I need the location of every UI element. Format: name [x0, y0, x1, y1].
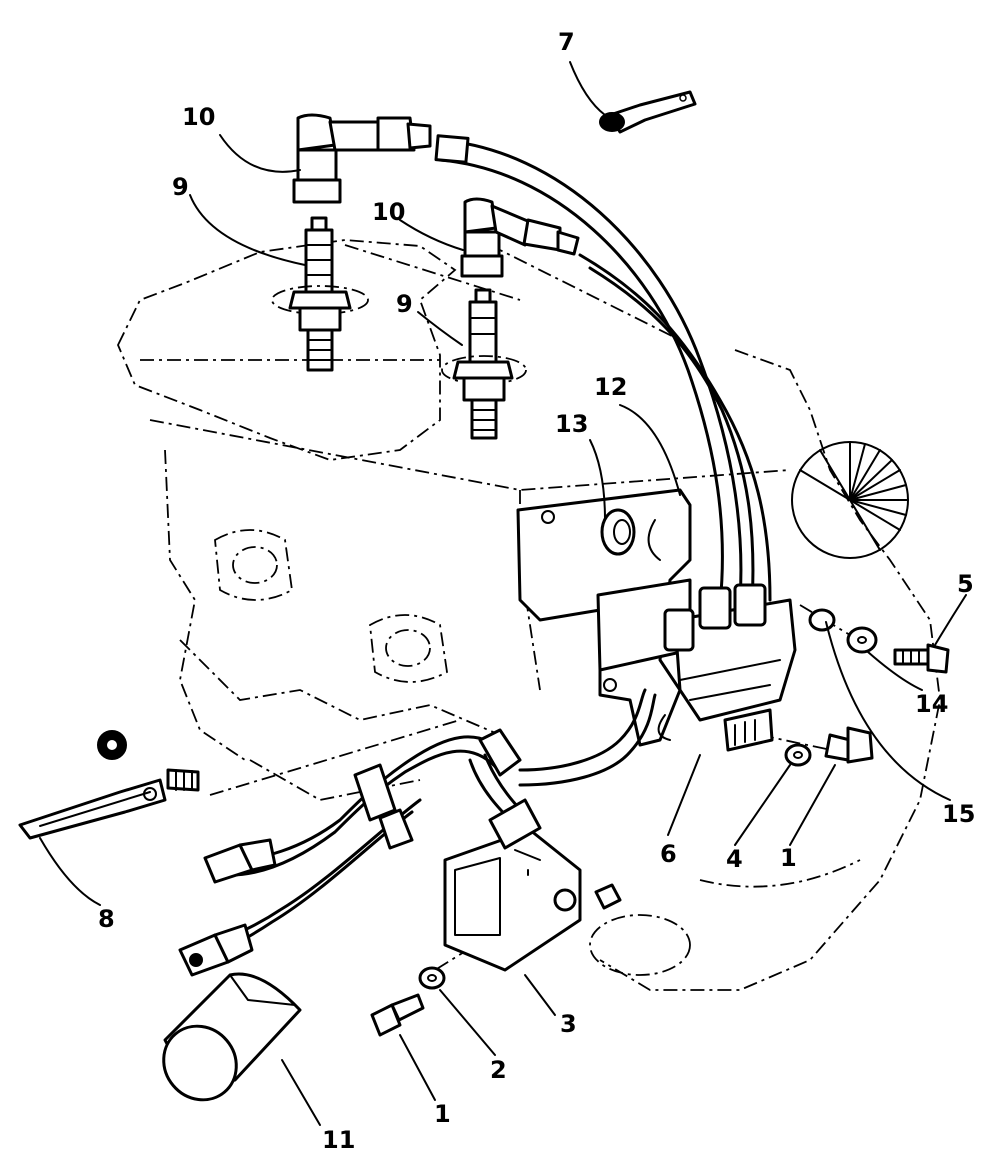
callout-15: 15: [942, 800, 975, 828]
bolt-5: [893, 643, 950, 674]
callout-6: 6: [660, 840, 677, 868]
regulator-3: [443, 828, 582, 972]
callout-8: 8: [98, 905, 115, 933]
callout-9-lower: 9: [396, 290, 413, 318]
callout-1-lower: 1: [434, 1100, 451, 1128]
wiring-harness: [178, 688, 657, 977]
callout-4: 4: [726, 845, 743, 873]
ignition-coil-6: [596, 578, 797, 752]
high-tension-leads: [434, 134, 772, 607]
callout-3: 3: [560, 1010, 577, 1038]
bolt-1-lower: [370, 993, 425, 1037]
sleeve-11: [162, 972, 302, 1102]
grommet-13: [600, 508, 636, 556]
washer-14: [846, 626, 878, 654]
spacer-15: [808, 608, 836, 632]
callout-10-upper: 10: [182, 103, 215, 131]
callout-12: 12: [594, 373, 627, 401]
callout-5: 5: [957, 570, 974, 598]
callout-14: 14: [915, 690, 948, 718]
wire-clip-7: [599, 90, 697, 134]
callout-2: 2: [490, 1056, 507, 1084]
flywheel-fins: [791, 441, 909, 559]
spark-plug-cap-left: [292, 113, 432, 204]
washer-4: [784, 743, 812, 767]
bolt-1-right: [824, 726, 874, 764]
engine-nut: [594, 883, 622, 910]
lever-8: [18, 730, 200, 840]
callout-11: 11: [322, 1126, 355, 1154]
leader-lines: [39, 61, 967, 1126]
washer-2: [418, 966, 446, 990]
spark-plug-cap-right: [460, 197, 580, 278]
callout-13: 13: [555, 410, 588, 438]
callout-9-upper: 9: [172, 173, 189, 201]
callout-7: 7: [558, 28, 575, 56]
callout-labels: 7 10 9 10 9 12 13 5 14 15 6 4 1 8 3 2 1 …: [98, 28, 975, 1154]
spark-plug-left: [271, 216, 369, 372]
spark-plug-right: [441, 288, 527, 440]
callout-1-right: 1: [780, 844, 797, 872]
callout-10-lower: 10: [372, 198, 405, 226]
